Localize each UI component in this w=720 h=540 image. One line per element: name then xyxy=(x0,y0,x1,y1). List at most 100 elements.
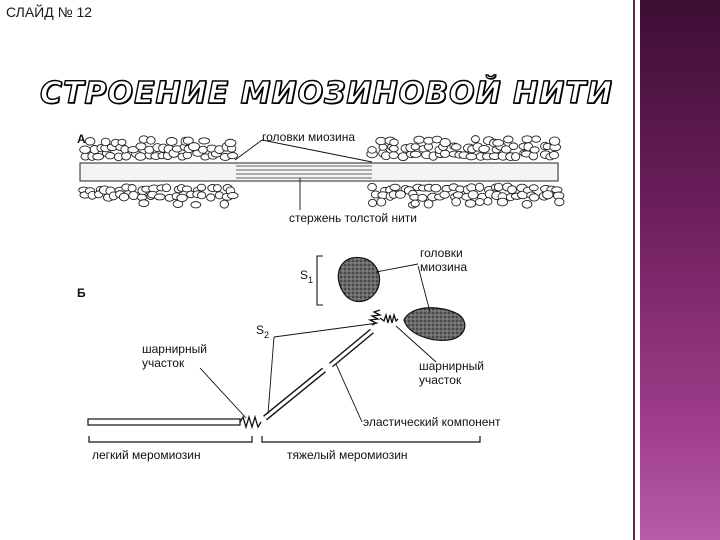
myosin-head-blob xyxy=(439,190,450,199)
label-light-meromyosin: легкий меромиозин xyxy=(92,448,201,462)
myosin-head-blob xyxy=(389,183,401,192)
myosin-head-blob xyxy=(492,139,505,147)
myosin-head-blob xyxy=(368,198,378,208)
thick-filament-drawing xyxy=(78,135,565,209)
myosin-head-blob xyxy=(176,193,188,203)
myosin-head-blob xyxy=(496,197,509,207)
myosin-head-blob xyxy=(409,150,422,158)
myosin-head-blob xyxy=(188,142,200,152)
label-hinge-right-line1: шарнирный xyxy=(419,359,484,373)
leader-lines-b xyxy=(199,263,437,423)
myosin-head-blob xyxy=(493,182,504,192)
label-hinge-right-line2: участок xyxy=(419,373,462,387)
myosin-head-blob xyxy=(198,137,211,145)
myosin-head-blob xyxy=(127,184,137,193)
myosin-head-blob xyxy=(161,183,172,193)
myosin-head-blob xyxy=(198,145,208,154)
myosin-head-blob xyxy=(197,191,207,200)
myosin-head-blob xyxy=(451,197,462,207)
myosin-head-blob xyxy=(470,135,480,144)
label-heads-b-line1: головки xyxy=(420,246,463,260)
myosin-head-blob xyxy=(212,184,222,193)
myosin-head-blob xyxy=(503,135,514,144)
panel-a-label: А xyxy=(77,132,86,146)
myosin-head-blob xyxy=(467,190,479,200)
lower-hinge-spring xyxy=(239,414,262,430)
label-hinge-left-line1: шарнирный xyxy=(142,342,207,356)
label-elastic-component: эластический компонент xyxy=(363,415,501,429)
myosin-head-blob xyxy=(466,183,477,192)
myosin-head-blob xyxy=(531,135,542,143)
label-hinge-left-line2: участок xyxy=(142,356,185,370)
upper-hinge-spring xyxy=(367,309,383,326)
myosin-head-blob xyxy=(474,197,485,206)
myosin-head-blob xyxy=(521,200,533,209)
myosin-head-blob xyxy=(118,192,130,202)
myosin-head-blob xyxy=(105,151,116,160)
myosin-head-blob xyxy=(367,182,377,192)
myosin-head-blob xyxy=(542,190,554,200)
label-heads-b-line2: миозина xyxy=(420,260,467,274)
myosin-head-blob xyxy=(507,185,517,195)
myosin-head-blob xyxy=(196,183,207,192)
myosin-head-blob xyxy=(439,138,451,148)
slide-number: СЛАЙД № 12 xyxy=(6,4,93,20)
myosin-head-blob xyxy=(154,193,166,201)
myosin-head-blob xyxy=(92,152,104,161)
myosin-head-blob xyxy=(182,136,194,145)
slide-title: СТРОЕНИЕ МИОЗИНОВОЙ НИТИ xyxy=(39,75,613,111)
s1-label: S1 xyxy=(300,268,313,285)
myosin-head-blob xyxy=(529,146,540,154)
myosin-head-blob xyxy=(84,137,96,146)
sidebar-divider xyxy=(633,0,635,540)
s1-bracket xyxy=(316,255,323,306)
myosin-head-blob xyxy=(227,152,238,160)
myosin-head-blob xyxy=(410,199,420,208)
myosin-head-blob xyxy=(413,135,425,144)
myosin-head-blob xyxy=(376,197,387,207)
myosin-head-blob xyxy=(410,143,420,151)
meromyosin-brackets xyxy=(88,436,481,443)
myosin-head-blob xyxy=(100,137,111,147)
myosin-head-blob xyxy=(206,193,216,202)
myosin-head-blob xyxy=(389,144,399,153)
myosin-head-blob xyxy=(439,149,451,158)
filament-core xyxy=(79,162,559,182)
myosin-head-blob xyxy=(79,145,91,154)
myosin-head-blob xyxy=(478,144,490,153)
myosin-head-blob xyxy=(554,197,565,207)
myosin-diagram: А головки миозина стержень толстой нити … xyxy=(77,130,565,462)
myosin-head-blob xyxy=(451,143,462,151)
myosin-head-blob xyxy=(146,136,156,145)
label-thick-filament-rod: стержень толстой нити xyxy=(289,211,417,225)
myosin-head-blob xyxy=(549,150,560,160)
myosin-head-blob xyxy=(549,136,561,146)
decorative-sidebar xyxy=(640,0,720,540)
myosin-head-blob xyxy=(388,151,399,160)
myosin-head-blob xyxy=(528,193,540,202)
panel-b-label: Б xyxy=(77,286,86,300)
leader-lines-a xyxy=(234,139,373,210)
myosin-head-blob xyxy=(375,136,387,146)
myosin-head-blob xyxy=(417,193,428,202)
light-meromyosin-tail xyxy=(87,418,241,426)
myosin-head-upper xyxy=(337,256,381,303)
myosin-head-blob xyxy=(367,146,377,154)
myosin-head-blob xyxy=(474,182,485,192)
myosin-head-blob xyxy=(165,137,178,146)
myosin-head-blob xyxy=(224,138,237,148)
myosin-head-blob xyxy=(483,197,493,206)
myosin-head-blob xyxy=(430,183,442,193)
myosin-head-blob xyxy=(389,138,399,147)
myosin-head-blob xyxy=(190,201,202,209)
myosin-head-blob xyxy=(465,152,478,161)
myosin-head-blob xyxy=(508,142,519,151)
myosin-head-blob xyxy=(423,199,434,209)
myosin-head-blob xyxy=(117,138,127,146)
s2-label: S2 xyxy=(256,323,269,340)
myosin-head-blob xyxy=(528,184,539,192)
label-myosin-heads-a: головки миозина xyxy=(262,130,355,144)
second-head-spring xyxy=(379,312,399,324)
myosin-head-blob xyxy=(134,152,147,161)
myosin-head-blob xyxy=(521,135,533,144)
